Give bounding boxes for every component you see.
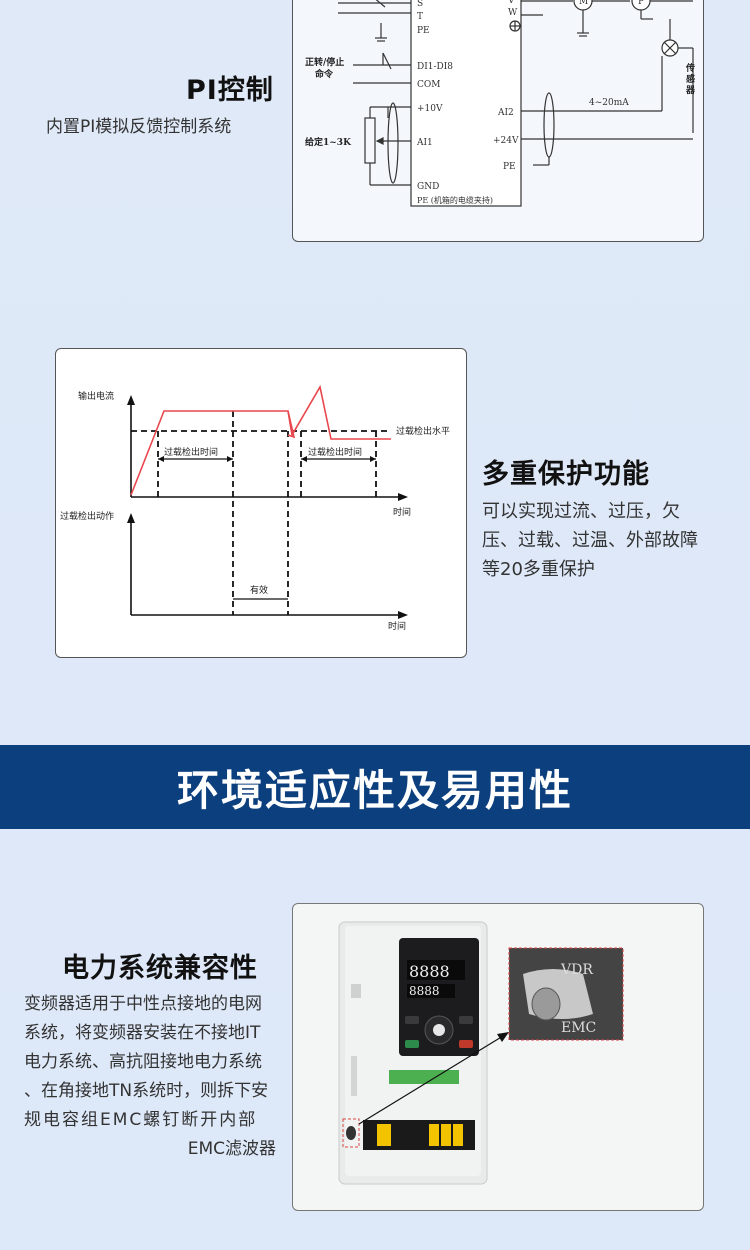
current-range-label: 4~20mA xyxy=(589,98,629,108)
cmd-label-line2: 命令 xyxy=(314,68,334,80)
cmd-label-line1: 正转/停止 xyxy=(305,56,344,68)
emc-desc-line-6: EMC滤波器 xyxy=(187,1139,276,1159)
section-band-title: 环境适应性及易用性 xyxy=(0,745,750,829)
terminal-com-label: COM xyxy=(417,80,440,90)
inverter-device-illustration: 8888 8888 VDR EMC xyxy=(338,921,624,1185)
terminal-v-label: V xyxy=(507,0,515,6)
pi-description: 内置PI模拟反馈控制系统 xyxy=(46,117,232,137)
display-main: 8888 xyxy=(409,962,450,981)
terminal-w-label: W xyxy=(508,8,518,18)
pump-label: P xyxy=(638,0,644,7)
emc-desc-line-3: 电力系统、高抗阻接地电力系统 xyxy=(24,1052,262,1072)
protect-desc: 可以实现过流、过压，欠 压、过载、过温、外部故障 等20多重保护 xyxy=(482,497,742,584)
chart-interval2-label: 过载检出时间 xyxy=(308,446,362,458)
terminal-pe-right-label: PE xyxy=(503,162,516,172)
chart-interval1-label: 过载检出时间 xyxy=(164,446,218,458)
pi-title: PI控制 xyxy=(186,75,274,106)
device-photo-card: 8888 8888 VDR EMC xyxy=(292,903,704,1211)
chart-x2-label: 时间 xyxy=(388,620,406,632)
terminal-gnd-label: GND xyxy=(417,182,439,192)
emc-title: 电力系统兼容性 xyxy=(62,953,258,984)
terminal-ai1-label: AI1 xyxy=(416,138,433,148)
motor-label: M xyxy=(579,0,588,7)
current-curve xyxy=(130,384,391,496)
terminal-t-label: T xyxy=(417,12,423,22)
wiring-diagram: S T PE DI1-DI8 COM +10V AI1 GND PE (机箱的电… xyxy=(305,0,696,207)
display-sub: 8888 xyxy=(409,984,440,998)
zoom-vdr-text: VDR xyxy=(560,962,593,978)
emc-desc-line-5: 规电容组EMC螺钉断开内部 xyxy=(24,1110,258,1130)
protect-desc-line-2: 压、过载、过温、外部故障 xyxy=(482,530,698,551)
cmd-label: 正转/停止 命令 xyxy=(305,56,347,80)
emc-desc: 变频器适用于中性点接地的电网 系统，将变频器安装在不接地IT 电力系统、高抗阻接… xyxy=(24,990,276,1164)
protect-desc-line-3: 等20多重保护 xyxy=(482,559,595,580)
sensor-label: 传感器 xyxy=(685,62,696,96)
emc-desc-line-1: 变频器适用于中性点接地的电网 xyxy=(24,994,262,1014)
terminal-ai2-label: AI2 xyxy=(497,108,514,118)
wiring-diagram-card: S T PE DI1-DI8 COM +10V AI1 GND PE (机箱的电… xyxy=(292,0,704,242)
emc-desc-line-4: 、在角接地TN系统时，则拆下安 xyxy=(24,1081,269,1101)
pot-label: 给定1~3K xyxy=(305,136,352,148)
terminal-pe-top-label: PE xyxy=(417,26,430,36)
protect-title: 多重保护功能 xyxy=(482,459,650,490)
terminal-s-label: S xyxy=(417,0,423,9)
terminal-10v-label: +10V xyxy=(417,104,443,114)
zoom-emc-text: EMC xyxy=(561,1020,596,1036)
chart-level-label: 过载检出水平 xyxy=(396,425,450,437)
chart-y2-label: 过载检出动作 xyxy=(60,510,114,522)
terminal-pe-bottom-label: PE (机箱的电缆夹持) xyxy=(417,195,493,205)
protection-timing-chart: 输出电流 过载检出水平 过载检出时间 过载检出时间 时间 过载检出动作 有效 时… xyxy=(60,384,450,632)
protect-desc-line-1: 可以实现过流、过压，欠 xyxy=(482,501,680,522)
chart-y1-label: 输出电流 xyxy=(78,390,114,402)
chart-effective-label: 有效 xyxy=(250,584,268,596)
chart-x1-label: 时间 xyxy=(393,506,411,518)
terminal-di-label: DI1-DI8 xyxy=(417,62,453,72)
terminal-24v-label: +24V xyxy=(493,136,519,146)
emc-desc-line-2: 系统，将变频器安装在不接地IT xyxy=(24,1023,261,1043)
protection-chart-card: 输出电流 过载检出水平 过载检出时间 过载检出时间 时间 过载检出动作 有效 时… xyxy=(55,348,467,658)
